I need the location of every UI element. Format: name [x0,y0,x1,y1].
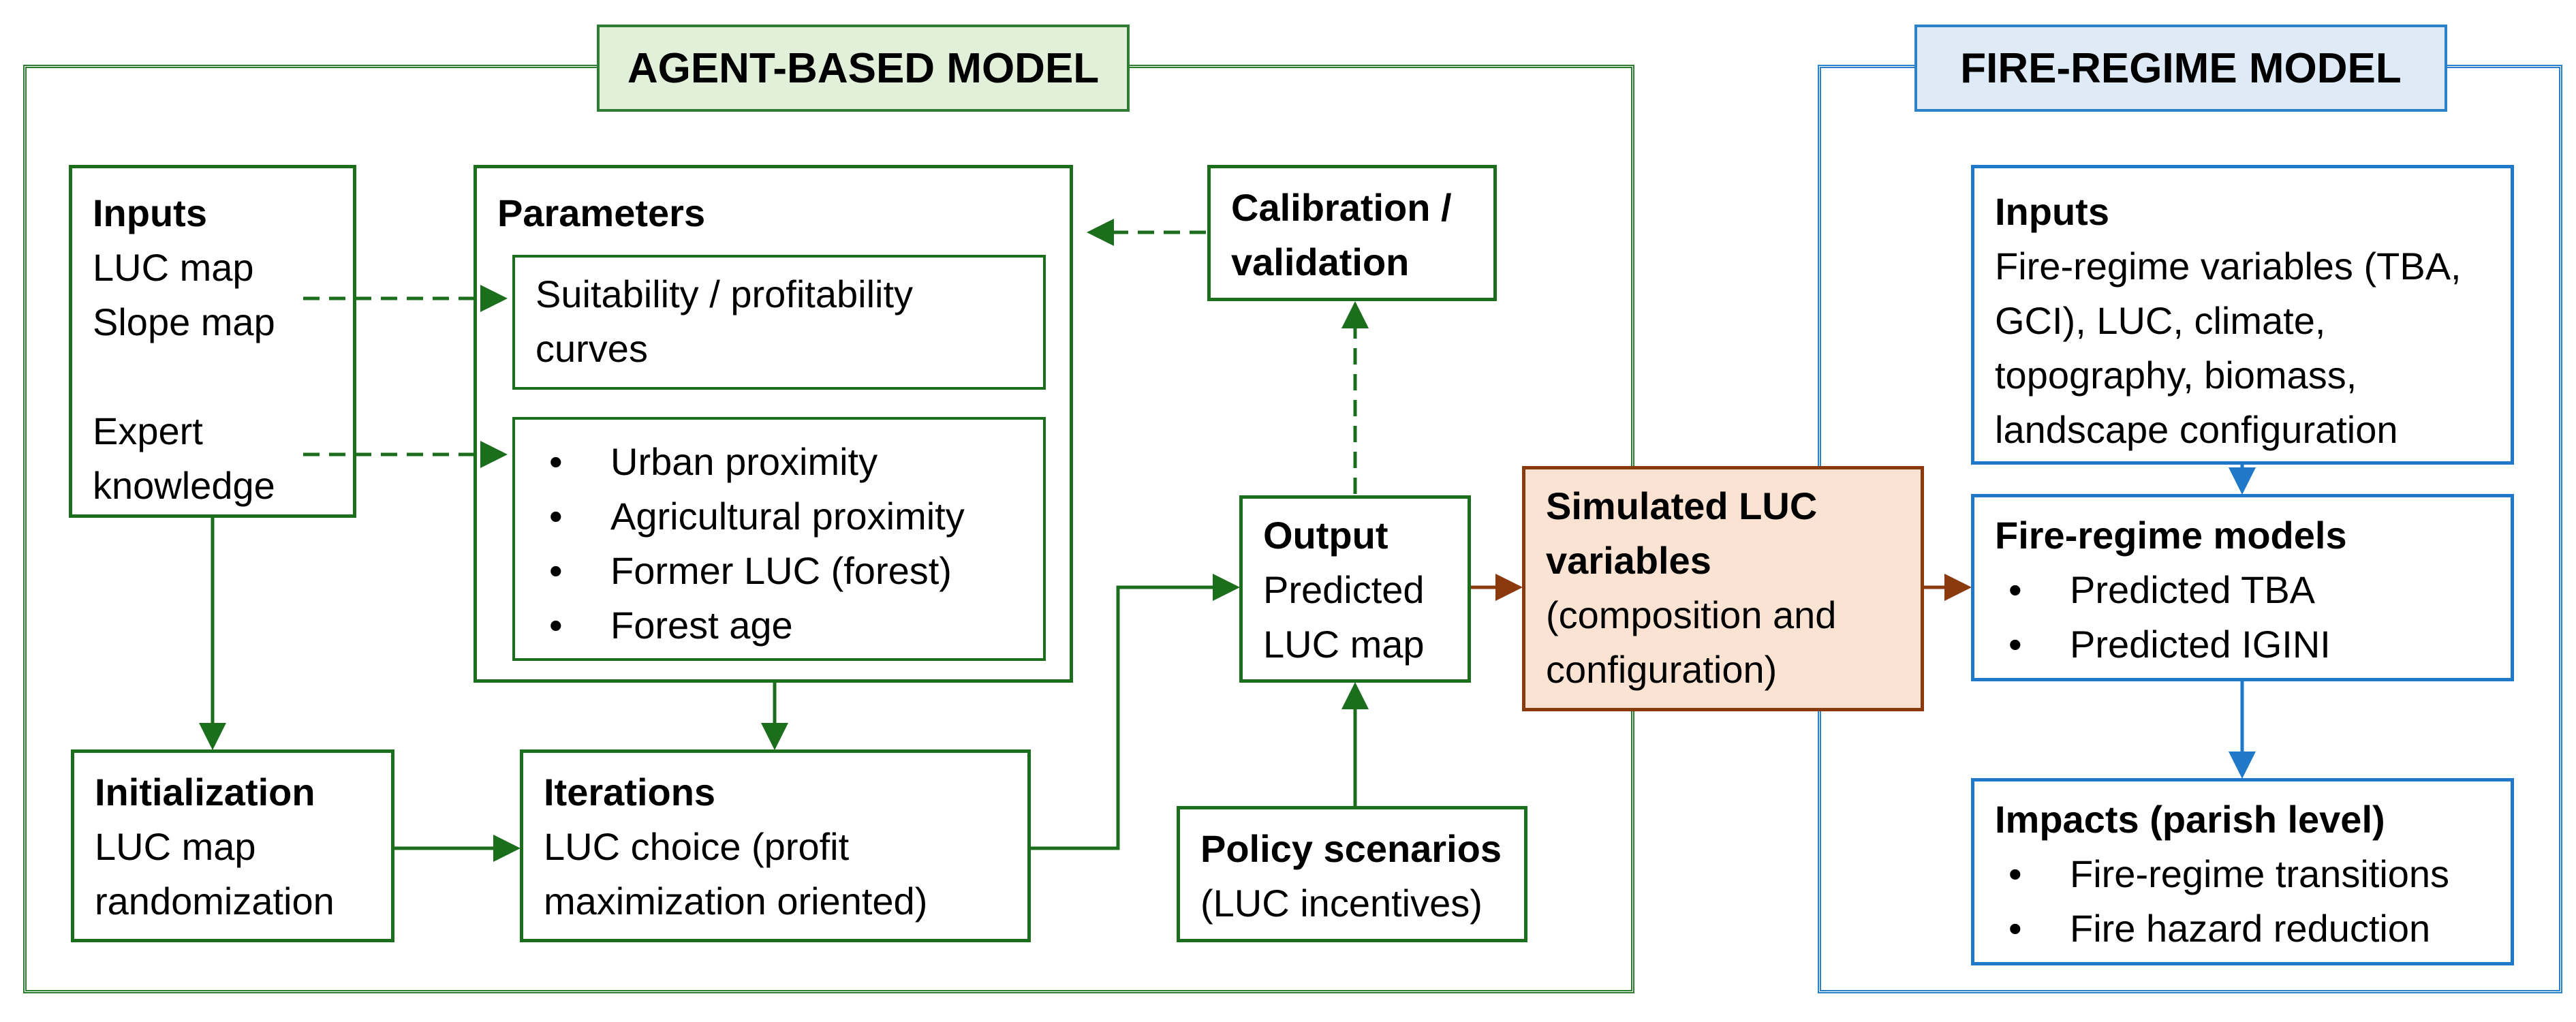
policy-title: Policy scenarios [1200,827,1502,870]
fire-models-title: Fire-regime models [1995,514,2347,557]
curves-subbox: Suitability / profitability curves [512,255,1046,390]
bullet-icon: • [2008,568,2022,611]
initialization-box: Initialization LUC map randomization [71,749,394,942]
agent-model-title: AGENT-BASED MODEL [597,25,1130,112]
iterations-box: Iterations LUC choice (profit maximizati… [520,749,1031,942]
bullet-icon: • [2008,623,2022,666]
bullet-icon: • [549,440,563,483]
calibration-line: validation [1231,241,1410,283]
simulated-title-line: variables [1546,539,1711,582]
initialization-line: LUC map [95,825,256,868]
abm-inputs-title: Inputs [93,191,207,234]
fire-inputs-line: landscape configuration [1995,408,2398,451]
output-box: Output Predicted LUC map [1239,495,1471,683]
bullet-icon: • [2008,852,2022,895]
simulated-line: configuration) [1546,648,1778,691]
fire-model-item: •Predicted TBA [1995,563,2490,617]
bullet-icon: • [549,604,563,647]
curves-line: curves [536,327,648,370]
fire-model-title: FIRE-REGIME MODEL [1914,25,2447,112]
initialization-title: Initialization [95,771,315,814]
arrow-iterations-to-output [1031,574,1240,850]
output-line: Predicted [1263,568,1425,611]
factor-item: •Forest age [536,598,1023,653]
fire-inputs-title: Inputs [1995,190,2109,233]
output-title: Output [1263,514,1388,557]
output-line: LUC map [1263,623,1425,666]
calibration-line: Calibration / [1231,186,1452,229]
factor-item: •Agricultural proximity [536,489,1023,544]
iterations-line: maximization oriented) [544,880,928,923]
fire-models-box: Fire-regime models •Predicted TBA •Predi… [1971,494,2514,681]
factor-item: •Urban proximity [536,435,1023,489]
bullet-icon: • [549,495,563,538]
fire-inputs-line: GCI), LUC, climate, [1995,299,2326,342]
abm-inputs-line: knowledge [93,464,275,507]
factors-subbox: •Urban proximity •Agricultural proximity… [512,417,1046,661]
abm-inputs-line: LUC map [93,246,254,289]
fire-inputs-box: Inputs Fire-regime variables (TBA, GCI),… [1971,165,2514,465]
simulated-line: (composition and [1546,593,1837,636]
impacts-title: Impacts (parish level) [1995,798,2385,841]
bullet-icon: • [2008,907,2022,950]
abm-inputs-line: Slope map [93,300,275,343]
fire-model-item: •Predicted IGINI [1995,617,2490,672]
policy-box: Policy scenarios (LUC incentives) [1177,806,1527,942]
iterations-line: LUC choice (profit [544,825,850,868]
abm-inputs-line: Expert [93,409,203,452]
bullet-icon: • [549,549,563,592]
simulated-luc-box: Simulated LUC variables (composition and… [1522,466,1924,711]
policy-line: (LUC incentives) [1200,882,1483,925]
fire-inputs-line: topography, biomass, [1995,354,2357,397]
impacts-box: Impacts (parish level) •Fire-regime tran… [1971,778,2514,965]
simulated-title-line: Simulated LUC [1546,484,1818,527]
abm-inputs-box: Inputs LUC map Slope map Expert knowledg… [69,165,356,518]
impact-item: •Fire hazard reduction [1995,901,2490,956]
parameters-title: Parameters [497,191,706,234]
initialization-line: randomization [95,880,335,923]
iterations-title: Iterations [544,771,716,814]
factor-item: •Former LUC (forest) [536,544,1023,598]
calibration-box: Calibration / validation [1207,165,1497,301]
fire-inputs-line: Fire-regime variables (TBA, [1995,245,2462,288]
curves-line: Suitability / profitability [536,273,914,315]
impact-item: •Fire-regime transitions [1995,847,2490,901]
